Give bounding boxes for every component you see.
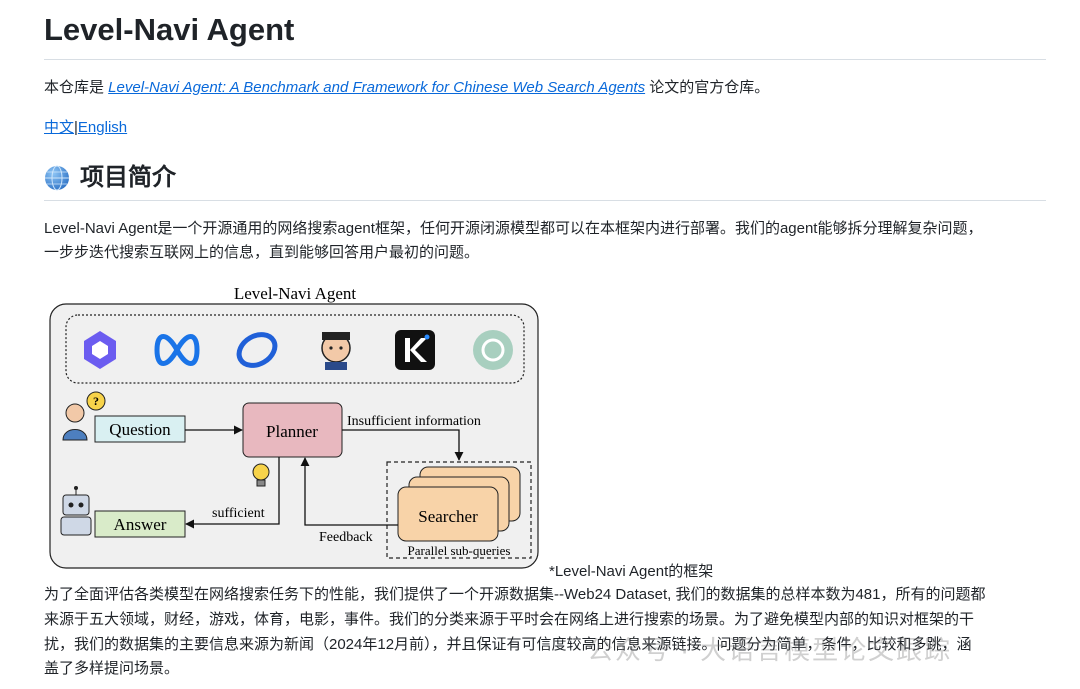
body-line: 盖了多样提问场景。: [44, 660, 180, 677]
searcher-group: [386, 461, 532, 559]
lang-zh-link[interactable]: 中文: [44, 119, 75, 136]
arrow: [342, 429, 464, 461]
page-title: Level-Navi Agent: [44, 12, 295, 47]
meta-icon: [154, 334, 200, 366]
kimi-icon: [395, 330, 435, 370]
svg-text:?: ?: [93, 394, 99, 408]
desc-line: Level-Navi Agent是一个开源通用的网络搜索agent框架，任何开源…: [44, 220, 983, 237]
lang-separator: |: [74, 119, 78, 136]
section-heading: 项目简介: [44, 160, 176, 196]
person-icon: [321, 332, 351, 370]
sufficient-label: sufficient: [212, 506, 265, 521]
intro-paragraph: 本仓库是 Level-Navi Agent: A Benchmark and F…: [44, 76, 769, 100]
planner-label: Planner: [266, 422, 318, 441]
body-line: 为了全面评估各类模型在网络搜索任务下的性能，我们提供了一个开源数据集--Web2…: [44, 586, 986, 603]
answer-label: Answer: [114, 515, 167, 534]
question-box: [94, 415, 186, 443]
lang-en-link[interactable]: English: [77, 119, 128, 136]
feedback-label: Feedback: [319, 530, 373, 545]
desc-line: 一步步迭代搜索互联网上的信息，直到能够回答用户最初的问题。: [44, 244, 480, 261]
answer-box: [94, 510, 186, 538]
qwen-icon: [84, 331, 116, 369]
intro-suffix: 论文的官方仓库。: [645, 79, 770, 96]
figure-caption: *Level-Navi Agent的框架: [549, 563, 714, 580]
section-title: 项目简介: [80, 164, 176, 191]
robot-icon: [60, 486, 92, 536]
divider: [44, 59, 1046, 60]
lightbulb-icon: [252, 463, 270, 487]
zhipu-icon: [236, 332, 278, 368]
arrow: [185, 457, 280, 529]
paper-link[interactable]: Level-Navi Agent: A Benchmark and Framew…: [108, 79, 646, 96]
arrow: [300, 457, 398, 526]
searcher-box: [397, 486, 499, 542]
openai-icon: [473, 330, 513, 370]
framework-figure: Level-Navi Agent: [49, 284, 539, 569]
divider: [44, 200, 1046, 201]
user-icon: ?: [62, 391, 106, 441]
parallel-label: Parallel sub-queries: [408, 543, 511, 558]
body-line: 扰，我们的数据集的主要信息来源为新闻（2024年12月前），并且保证有可信度较高…: [44, 636, 972, 653]
insufficient-label: Insufficient information: [347, 414, 481, 429]
watermark: 公众号 · 大语言模型论文跟踪: [587, 635, 953, 665]
language-switch: 中文|English: [44, 116, 127, 140]
searcher-label: Searcher: [418, 507, 478, 526]
question-label: Question: [109, 420, 171, 439]
intro-prefix: 本仓库是: [44, 79, 109, 96]
body-line: 来源于五大领域，财经，游戏，体育，电影，事件。我们的分类来源于平时会在网络上进行…: [44, 611, 975, 628]
figure-title: Level-Navi Agent: [234, 284, 357, 303]
model-panel: [65, 314, 525, 384]
globe-icon: [45, 165, 69, 191]
